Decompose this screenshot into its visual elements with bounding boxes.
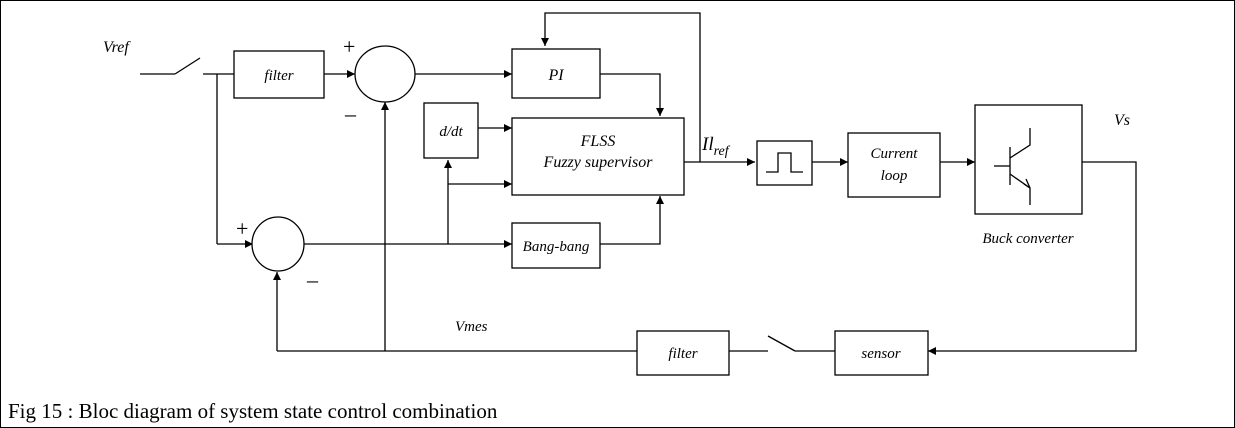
upper-summer: [354, 45, 416, 103]
flss-subtitle: Fuzzy supervisor: [543, 154, 654, 171]
flss-title: FLSS: [580, 133, 616, 150]
pwm-block: [756, 140, 813, 186]
il-main: Il: [701, 134, 714, 155]
pulse-icon: [766, 152, 803, 173]
figure-caption: Fig 15 : Bloc diagram of system state co…: [8, 399, 498, 423]
lower-plus-sign: +: [236, 216, 248, 241]
pi-to-flss: [600, 73, 664, 116]
blocks: [233, 48, 1083, 376]
bangbang-block: [511, 222, 601, 269]
vref-switch: [174, 57, 201, 75]
buck-block: [974, 104, 1083, 215]
vref-label: Vref: [103, 39, 131, 56]
current-loop-block: [847, 132, 941, 198]
filter-out-label: filter: [668, 346, 697, 362]
output-to-sensor: [928, 161, 1137, 355]
upper-plus-sign: +: [343, 34, 355, 59]
transistor-icon: [994, 128, 1031, 205]
lower-minus-sign: –: [306, 267, 319, 292]
filter-in-label: filter: [264, 68, 293, 84]
pi-label: PI: [547, 67, 564, 84]
iref-feedback-to-pi: [541, 12, 701, 162]
ddt-block: [423, 102, 479, 159]
buck-converter-label: Buck converter: [982, 231, 1073, 247]
current-loop-label-2: loop: [881, 168, 908, 184]
vmes-label: Vmes: [455, 319, 488, 335]
bangbang-to-flss: [600, 196, 664, 245]
pi-block: [511, 48, 601, 99]
bangbang-label: Bang-bang: [523, 239, 590, 255]
il-sub: ref: [714, 144, 731, 159]
connection-lines: [140, 12, 1137, 355]
upper-minus-sign: –: [344, 101, 357, 126]
vs-label: Vs: [1114, 112, 1130, 129]
flss-block: [511, 117, 685, 196]
lower-summer: [251, 216, 305, 272]
filter-in-block: [233, 50, 325, 99]
measure-switch: [767, 335, 796, 352]
il-ref-label: Ilref: [701, 134, 731, 159]
current-loop-label-1: Current: [871, 146, 919, 162]
sensor-label: sensor: [861, 346, 900, 362]
ddt-label: d/dt: [439, 124, 463, 140]
sensor-block: [834, 330, 929, 376]
filter-out-block: [636, 330, 730, 376]
